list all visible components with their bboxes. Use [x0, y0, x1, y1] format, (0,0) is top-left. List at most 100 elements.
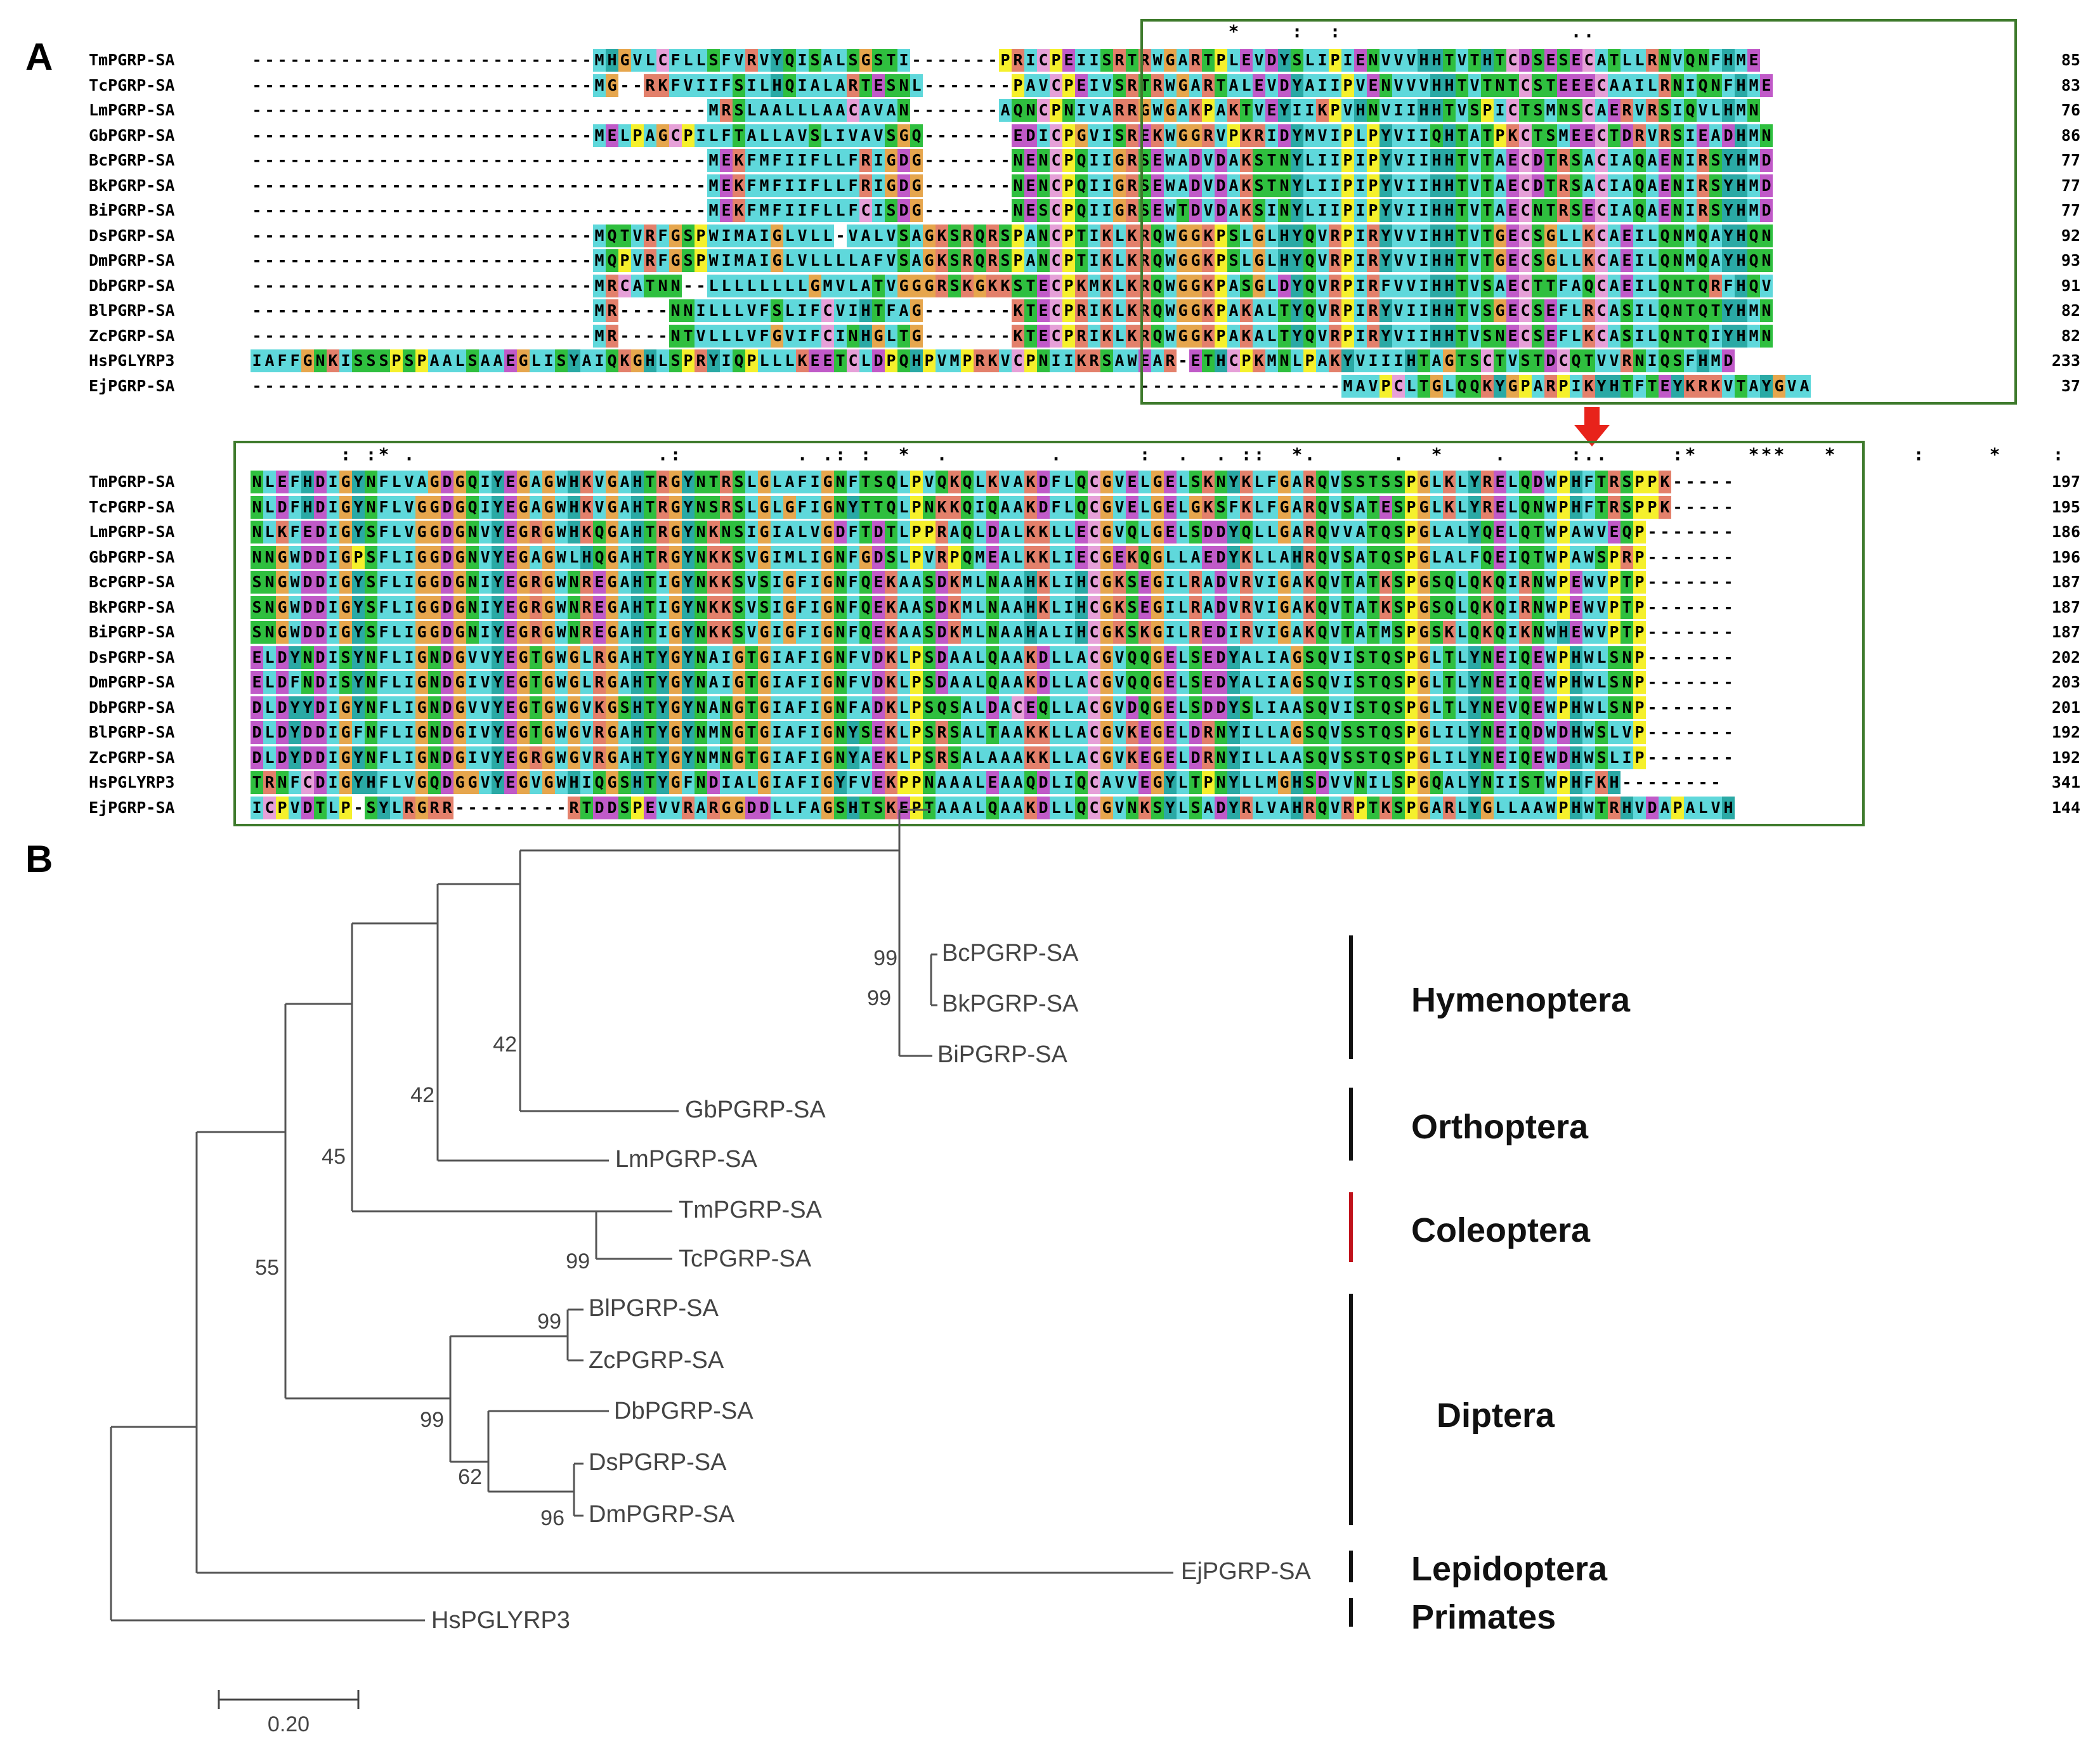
- domain-box-2: [233, 441, 1865, 826]
- sequence-position: 187: [2051, 573, 2080, 591]
- bootstrap-value: 42: [493, 1032, 517, 1057]
- sequence-name: BlPGRP-SA: [89, 301, 175, 320]
- sequence-name: ZcPGRP-SA: [89, 748, 175, 767]
- alignment-row: BiPGRP-SA-------------------------------…: [0, 198, 2080, 223]
- sequence-position: 201: [2051, 698, 2080, 717]
- leaf-label: DsPGRP-SA: [589, 1449, 727, 1476]
- sequence-name: DsPGRP-SA: [89, 647, 175, 667]
- sequence-name: BiPGRP-SA: [89, 201, 175, 219]
- leaf-label: TmPGRP-SA: [679, 1197, 823, 1223]
- sequence-position: 192: [2051, 723, 2080, 741]
- sequence-position: 77: [2061, 201, 2080, 219]
- bootstrap-value: 99: [420, 1408, 444, 1432]
- sequence-name: BcPGRP-SA: [89, 573, 175, 591]
- leaf-label: DbPGRP-SA: [614, 1398, 753, 1424]
- sequence-position: 82: [2061, 326, 2080, 345]
- group-label-coleoptera: Coleoptera: [1411, 1211, 1591, 1249]
- sequence-name: BkPGRP-SA: [89, 176, 175, 195]
- scale-bar: [218, 1690, 360, 1709]
- sequence-position: 76: [2061, 101, 2080, 119]
- sequence-name: BlPGRP-SA: [89, 723, 175, 741]
- sequence-position: 91: [2061, 276, 2080, 295]
- sequence-name: DbPGRP-SA: [89, 276, 175, 295]
- leaf-label: GbPGRP-SA: [685, 1097, 826, 1123]
- leaf-label: HsPGLYRP3: [431, 1607, 570, 1634]
- sequence-name: DmPGRP-SA: [89, 673, 175, 691]
- tree-branches: [110, 809, 1173, 1622]
- sequence-name: GbPGRP-SA: [89, 547, 175, 566]
- consensus-row-2: : :* . .: . .: : * . . : . . :: *. . * .…: [340, 444, 2064, 465]
- sequence-name: TcPGRP-SA: [89, 497, 175, 516]
- sequence-position: 187: [2051, 623, 2080, 641]
- bootstrap-value: 99: [873, 946, 897, 970]
- leaf-label: DmPGRP-SA: [589, 1501, 735, 1528]
- sequence-name: ZcPGRP-SA: [89, 326, 175, 345]
- sequence-name: LmPGRP-SA: [89, 523, 175, 541]
- sequence-name: LmPGRP-SA: [89, 101, 175, 119]
- sequence-position: 195: [2051, 497, 2080, 516]
- sequence-position: 186: [2051, 523, 2080, 541]
- sequence-position: 93: [2061, 251, 2080, 270]
- sequence-position: 197: [2051, 472, 2080, 491]
- bootstrap-value: 62: [458, 1465, 482, 1489]
- sequence-name: GbPGRP-SA: [89, 126, 175, 145]
- sequence-name: HsPGLYRP3: [89, 773, 175, 791]
- consensus-row-1: * : : ..: [1228, 21, 1595, 42]
- sequence-position: 203: [2051, 673, 2080, 691]
- sequence-position: 77: [2061, 151, 2080, 169]
- sequence-name: DmPGRP-SA: [89, 251, 175, 270]
- panel-b-label: B: [25, 838, 53, 880]
- sequence-name: TmPGRP-SA: [89, 472, 175, 491]
- group-label-primates: Primates: [1411, 1598, 1556, 1636]
- leaf-label: ZcPGRP-SA: [589, 1347, 724, 1374]
- sequence-position: 341: [2051, 773, 2080, 791]
- bootstrap-value: 55: [255, 1256, 279, 1280]
- sequence-position: 83: [2061, 75, 2080, 94]
- alignment-row: BcPGRP-SA-------------------------------…: [0, 148, 2080, 173]
- leaf-label: LmPGRP-SA: [615, 1146, 757, 1173]
- leaf-label: BcPGRP-SA: [942, 940, 1079, 966]
- sequence-name: TcPGRP-SA: [89, 75, 175, 94]
- bootstrap-value: 99: [867, 986, 891, 1010]
- bootstrap-value: 99: [566, 1249, 590, 1273]
- sequence-position: 82: [2061, 301, 2080, 320]
- sequence-position: 144: [2051, 798, 2080, 817]
- sequence-name: TmPGRP-SA: [89, 51, 175, 69]
- sequence-position: 192: [2051, 748, 2080, 767]
- sequence-name: DbPGRP-SA: [89, 698, 175, 717]
- group-label-lepidoptera: Lepidoptera: [1411, 1550, 1608, 1588]
- sequence-position: 86: [2061, 126, 2080, 145]
